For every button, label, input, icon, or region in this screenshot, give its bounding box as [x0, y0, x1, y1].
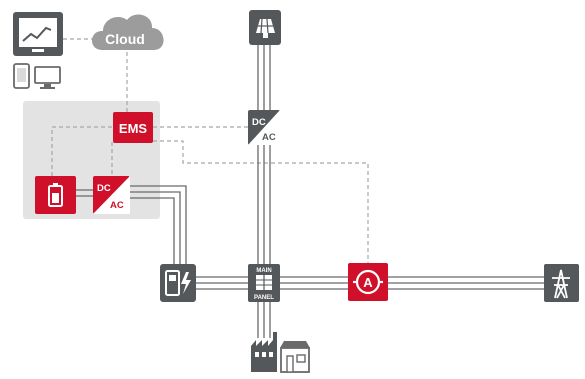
ev-charger-icon	[160, 264, 196, 302]
main-panel-top-label: MAIN	[256, 268, 271, 274]
power-grid-pylon-icon	[544, 264, 579, 302]
desktop-computer-icon	[34, 66, 61, 89]
battery-icon	[35, 176, 76, 214]
pv-inverter-ac-label: AC	[262, 132, 276, 143]
solar-panel-icon	[249, 10, 281, 45]
ems-label: EMS	[119, 121, 148, 136]
link-ems-meter	[153, 140, 369, 263]
ems-controller: EMS	[113, 112, 153, 143]
pv-inverter-dc-label: DC	[252, 117, 266, 128]
main-panel: MAIN PANEL	[248, 264, 280, 302]
power-lines	[76, 45, 544, 338]
pv-inverter: DC AC	[248, 110, 280, 145]
cloud-label: Cloud	[105, 31, 145, 47]
monitoring-screen-icon	[13, 12, 63, 56]
battery-inverter-dc-label: DC	[97, 183, 111, 194]
link-ems-battery	[51, 126, 112, 180]
smartphone-icon	[13, 63, 30, 89]
energy-meter-icon: A	[348, 263, 388, 301]
cloud-icon: Cloud	[91, 14, 164, 51]
battery-inverter: DC AC	[93, 176, 130, 214]
meter-symbol: A	[363, 275, 373, 290]
main-panel-bottom-label: PANEL	[254, 295, 274, 301]
battery-inverter-ac-label: AC	[110, 200, 124, 211]
factory-building-icon	[251, 332, 277, 372]
store-building-icon	[280, 341, 310, 373]
